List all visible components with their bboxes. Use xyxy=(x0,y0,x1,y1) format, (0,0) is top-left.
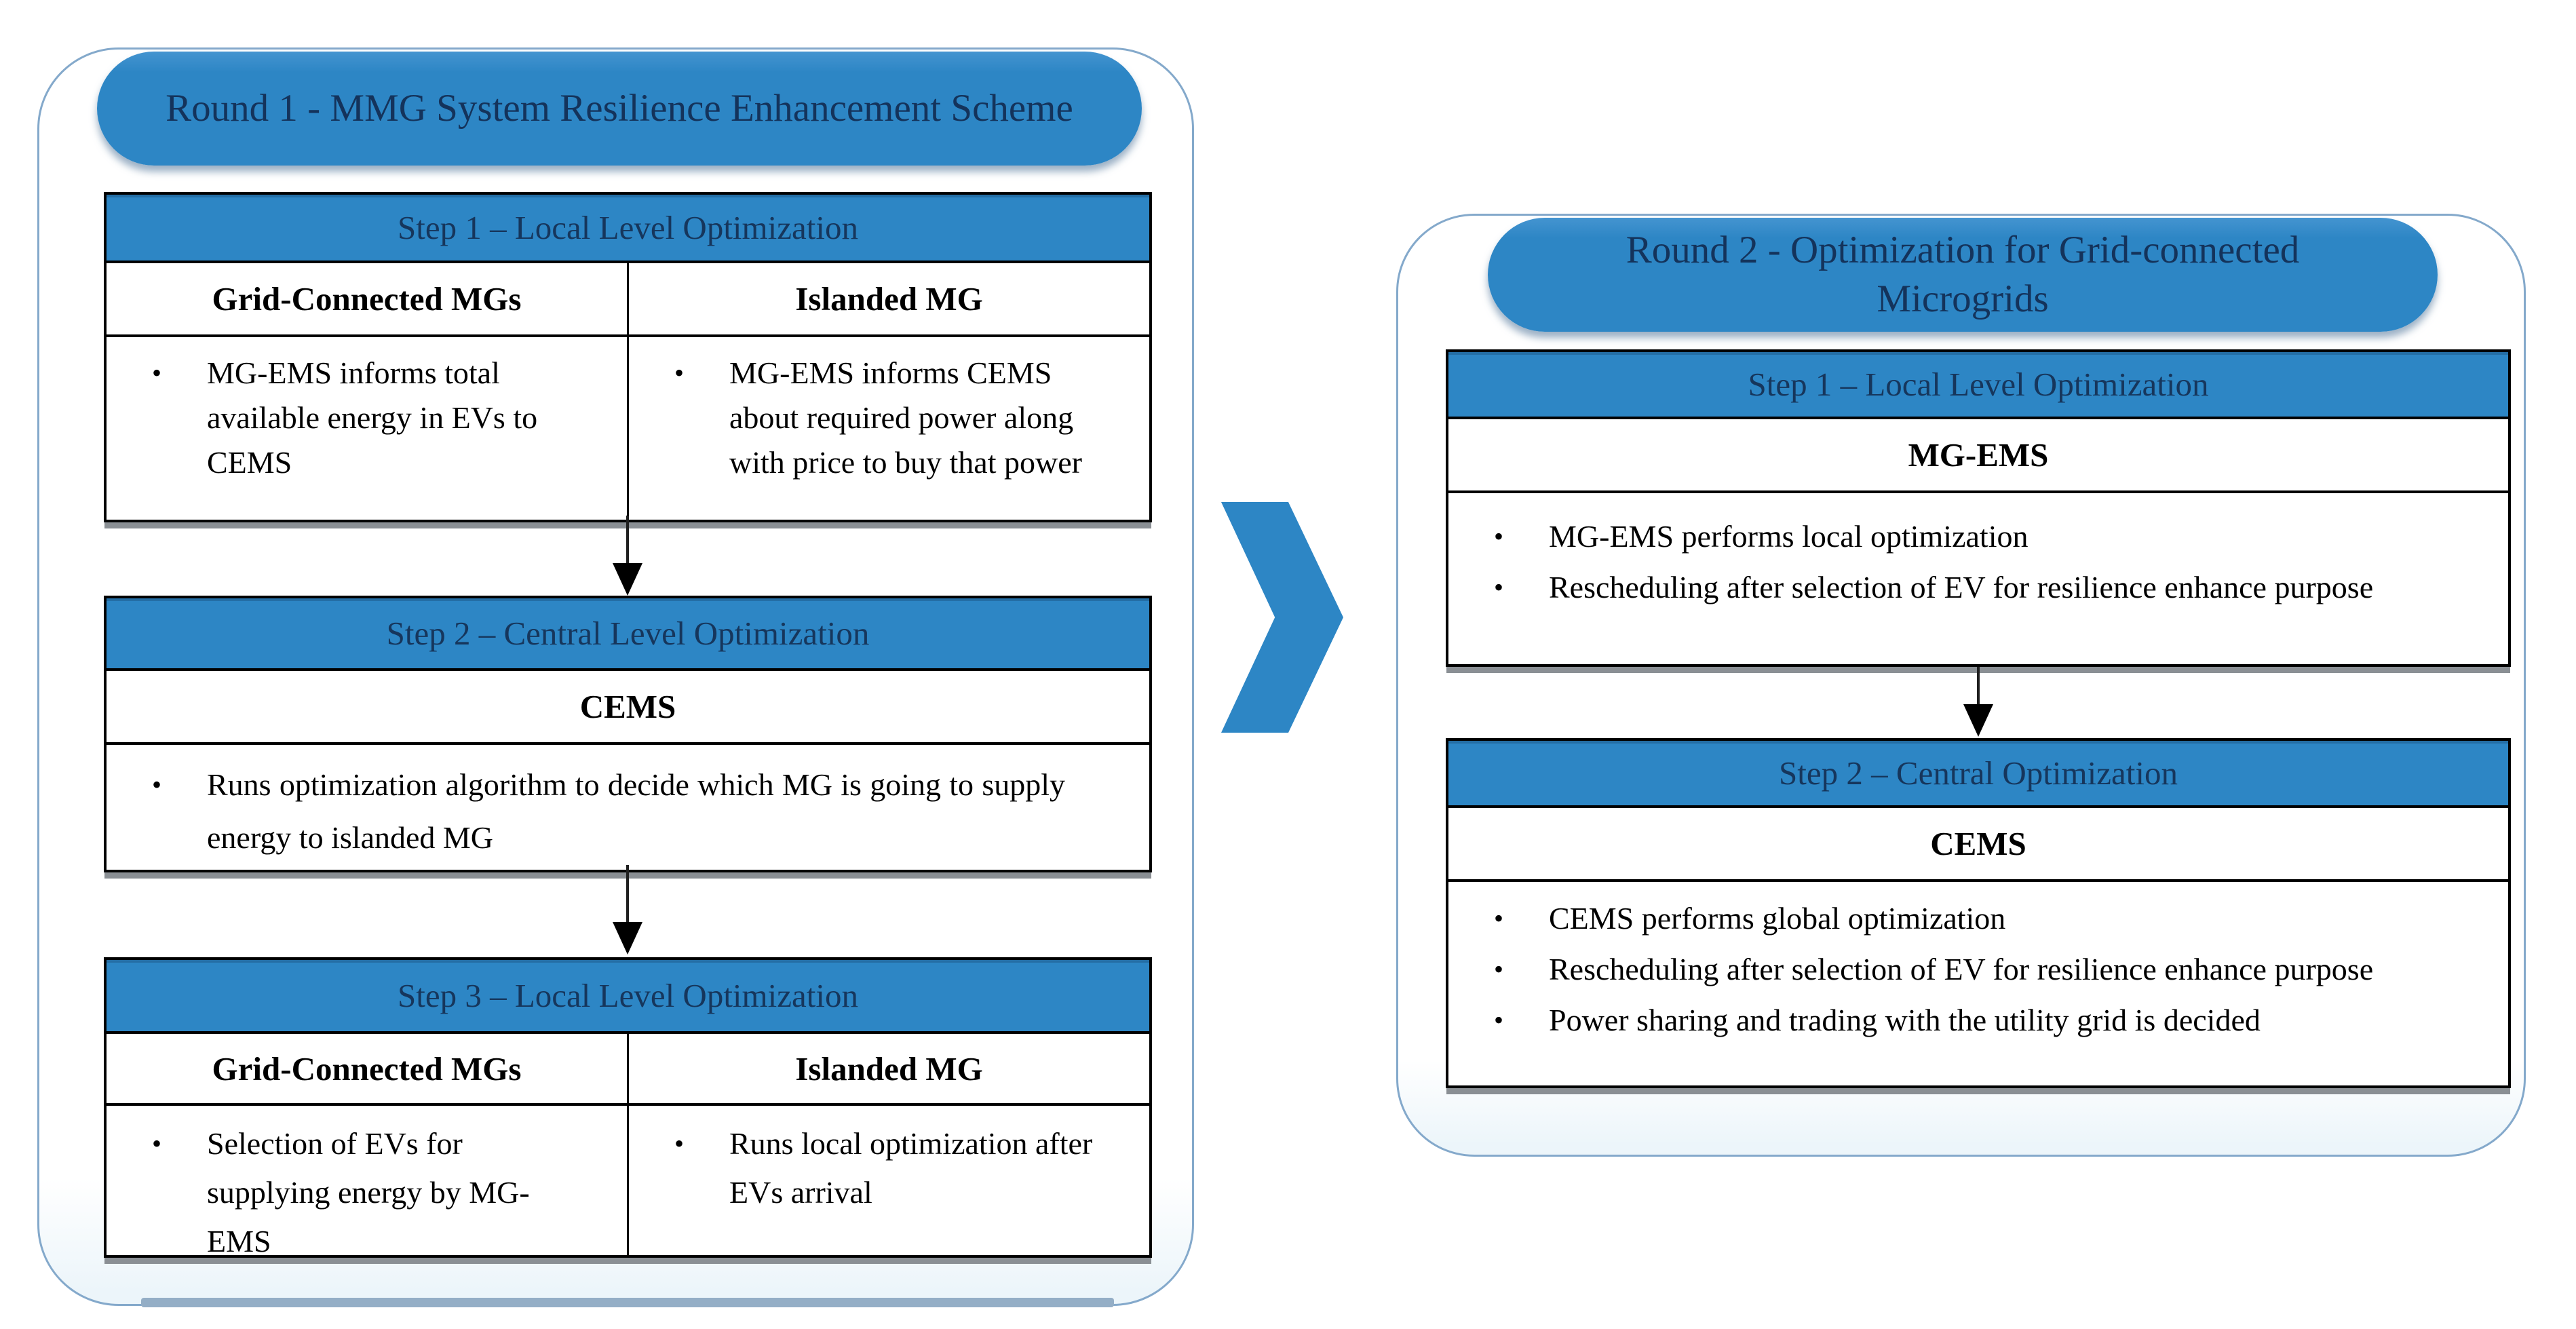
list-item: • CEMS performs global optimization xyxy=(1448,893,2492,944)
step-header-label: Step 2 – Central Level Optimization xyxy=(386,615,870,652)
list-item: • Runs optimization algorithm to decide … xyxy=(107,758,1133,864)
round2-step2-table: Step 2 – Central Optimization CEMS • CEM… xyxy=(1446,738,2511,1088)
round1-step2-table: Step 2 – Central Level Optimization CEMS… xyxy=(104,596,1152,872)
round1-step2-col1-header: CEMS xyxy=(579,688,676,725)
down-arrow xyxy=(1963,667,1993,737)
bullet-text: Runs optimization algorithm to decide wh… xyxy=(207,767,1065,855)
round1-step1-col2-header: Islanded MG xyxy=(627,263,1149,334)
round1-step1-header: Step 1 – Local Level Optimization xyxy=(107,195,1149,263)
list-item: • MG-EMS informs CEMS about required pow… xyxy=(629,351,1133,485)
arrow-stem xyxy=(626,516,629,563)
bullet-icon: • xyxy=(674,1128,684,1159)
bullet-icon: • xyxy=(1493,572,1503,602)
chevron-right-arrow-icon xyxy=(1221,502,1343,733)
list-item: • MG-EMS informs total available energy … xyxy=(107,351,611,485)
bullet-text: Runs local optimization after EVs arriva… xyxy=(729,1126,1093,1210)
bullet-text: MG-EMS informs CEMS about required power… xyxy=(729,355,1082,480)
round1-step3-col1-header: Grid-Connected MGs xyxy=(212,1049,522,1087)
bullet-icon: • xyxy=(674,358,684,388)
bullet-icon: • xyxy=(1493,1005,1503,1035)
round1-step3-col2-header: Islanded MG xyxy=(627,1034,1149,1103)
arrow-head-icon xyxy=(1963,704,1993,737)
round1-step3-table: Step 3 – Local Level Optimization Grid-C… xyxy=(104,957,1152,1258)
step-header-label: Step 2 – Central Optimization xyxy=(1779,754,2178,792)
round1-step3-header: Step 3 – Local Level Optimization xyxy=(107,960,1149,1034)
bullet-text: Rescheduling after selection of EV for r… xyxy=(1549,570,2374,604)
arrow-stem xyxy=(1977,667,1980,704)
list-item: • Selection of EVs for supplying energy … xyxy=(107,1119,611,1255)
bullet-text: MG-EMS performs local optimization xyxy=(1549,519,2029,554)
down-arrow xyxy=(613,516,642,596)
list-item: • Runs local optimization after EVs arri… xyxy=(629,1119,1133,1217)
step-header-label: Step 1 – Local Level Optimization xyxy=(397,209,858,246)
bullet-icon: • xyxy=(151,769,161,800)
bullet-icon: • xyxy=(151,1128,161,1159)
list-item: • MG-EMS performs local optimization xyxy=(1448,511,2492,562)
arrow-stem xyxy=(626,865,629,922)
bullet-text: CEMS performs global optimization xyxy=(1549,901,2006,936)
round1-step2-header: Step 2 – Central Level Optimization xyxy=(107,598,1149,671)
round1-step1-table: Step 1 – Local Level Optimization Grid-C… xyxy=(104,192,1152,522)
list-item: • Power sharing and trading with the uti… xyxy=(1448,995,2492,1045)
round1-title: Round 1 - MMG System Resilience Enhancem… xyxy=(166,86,1073,130)
bullet-icon: • xyxy=(1493,954,1503,984)
step-header-label: Step 3 – Local Level Optimization xyxy=(397,977,858,1014)
step-header-label: Step 1 – Local Level Optimization xyxy=(1748,366,2209,403)
round1-panel: Round 1 - MMG System Resilience Enhancem… xyxy=(37,47,1194,1307)
round2-step2-col1-header: CEMS xyxy=(1930,825,2026,862)
list-item: • Rescheduling after selection of EV for… xyxy=(1448,562,2492,613)
round1-title-pill: Round 1 - MMG System Resilience Enhancem… xyxy=(97,52,1142,166)
bullet-icon: • xyxy=(151,358,161,388)
round2-step2-cell: • CEMS performs global optimization • Re… xyxy=(1448,882,2508,1085)
round2-step1-table: Step 1 – Local Level Optimization MG-EMS… xyxy=(1446,349,2511,667)
list-item: • Rescheduling after selection of EV for… xyxy=(1448,944,2492,995)
round2-title-pill: Round 2 - Optimization for Grid-connecte… xyxy=(1488,218,2438,332)
round1-step1-col2-cell: • MG-EMS informs CEMS about required pow… xyxy=(627,337,1149,520)
round2-step1-cell: • MG-EMS performs local optimization • R… xyxy=(1448,493,2508,664)
bullet-text: Selection of EVs for supplying energy by… xyxy=(207,1126,530,1255)
panel-bottom-shadow xyxy=(141,1298,1114,1307)
round2-step1-col1-header: MG-EMS xyxy=(1908,436,2049,474)
arrow-head-icon xyxy=(613,563,642,596)
round1-step2-cell: • Runs optimization algorithm to decide … xyxy=(107,745,1149,870)
bullet-text: Power sharing and trading with the utili… xyxy=(1549,1003,2261,1037)
arrow-head-icon xyxy=(613,922,642,955)
round2-step2-header: Step 2 – Central Optimization xyxy=(1448,741,2508,808)
bullet-text: Rescheduling after selection of EV for r… xyxy=(1549,952,2374,986)
round1-step1-col1-header: Grid-Connected MGs xyxy=(212,280,522,317)
down-arrow xyxy=(613,865,642,955)
round1-step3-col2-cell: • Runs local optimization after EVs arri… xyxy=(627,1106,1149,1255)
round2-title: Round 2 - Optimization for Grid-connecte… xyxy=(1626,228,2300,320)
round2-panel: Round 2 - Optimization for Grid-connecte… xyxy=(1396,214,2526,1157)
round1-step3-col1-cell: • Selection of EVs for supplying energy … xyxy=(107,1106,627,1255)
bullet-text: MG-EMS informs total available energy in… xyxy=(207,355,538,480)
round2-step1-header: Step 1 – Local Level Optimization xyxy=(1448,352,2508,419)
round1-step1-col1-cell: • MG-EMS informs total available energy … xyxy=(107,337,627,520)
bullet-icon: • xyxy=(1493,521,1503,552)
bullet-icon: • xyxy=(1493,903,1503,933)
